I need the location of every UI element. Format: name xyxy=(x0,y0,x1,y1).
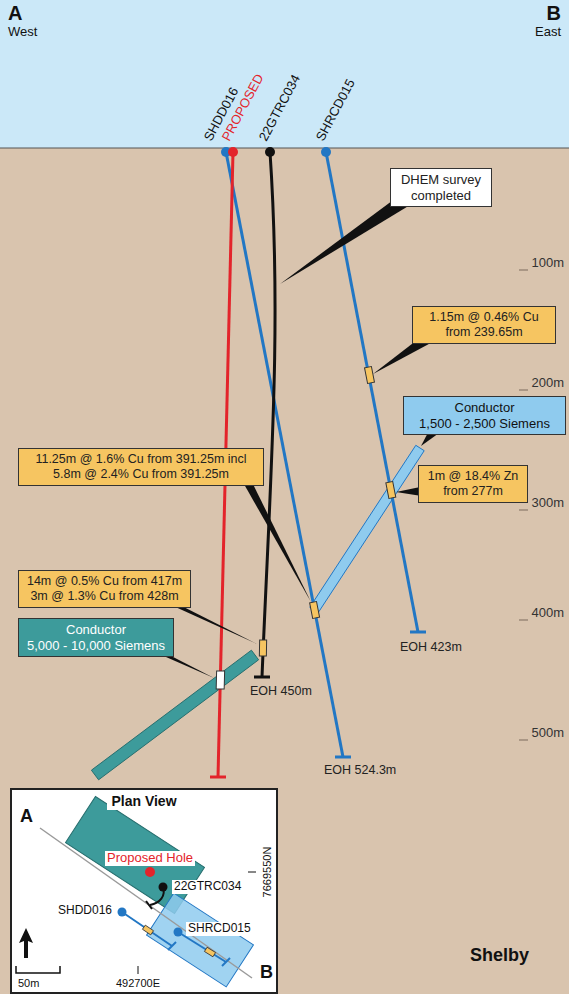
depth-tick xyxy=(519,739,528,740)
ground-fill xyxy=(0,148,569,994)
collar-dot xyxy=(228,147,238,157)
note-text: DHEM survey completed xyxy=(397,172,485,203)
end-of-hole-cap xyxy=(410,631,426,634)
intercept-mark xyxy=(310,601,320,618)
assay-text: 1m @ 18.4% Zn from 277m xyxy=(425,469,521,499)
hole-name: 22GTRC034 xyxy=(172,880,243,894)
depth-tick xyxy=(519,619,528,620)
conductor-callout: Conductor5,000 - 10,000 Siemens xyxy=(18,618,174,657)
collar-dot xyxy=(321,147,331,157)
project-name: Shelby xyxy=(470,945,529,966)
assay-text: 14m @ 0.5% Cu from 417m xyxy=(25,574,184,589)
plan-panel-ground xyxy=(10,788,278,994)
collar-dot xyxy=(265,147,275,157)
panel-title: Plan View xyxy=(107,793,180,810)
intercept-mark xyxy=(386,481,396,498)
depth-tick xyxy=(519,389,528,390)
depth-tick xyxy=(519,269,528,270)
sky-band xyxy=(0,0,569,148)
plan-trace-cap xyxy=(146,901,152,909)
direction-label: East xyxy=(535,25,561,40)
conductor-text: 1,500 - 2,500 Siemens xyxy=(410,416,559,432)
section-line xyxy=(40,828,252,978)
grid-coordinate: 492700E xyxy=(114,977,162,990)
note-box: DHEM survey completed xyxy=(390,168,492,207)
grid-tick xyxy=(248,872,256,873)
eoh-label: EOH 450m xyxy=(248,684,314,698)
assay-callout: 1m @ 18.4% Zn from 277m xyxy=(418,465,528,503)
collar-dot xyxy=(145,867,155,877)
leader-wedge xyxy=(280,195,415,284)
section-end-letter: A xyxy=(18,806,35,827)
collar-dot xyxy=(159,883,168,892)
end-of-hole-cap xyxy=(254,676,270,679)
eoh-label: EOH 524.3m xyxy=(322,763,398,777)
grid-coordinate: 7669550N xyxy=(261,845,274,900)
direction-label: West xyxy=(8,25,37,40)
end-of-hole-cap xyxy=(335,756,351,759)
assay-callout: 14m @ 0.5% Cu from 417m3m @ 1.3% Cu from… xyxy=(18,570,191,608)
hole-name: 22GTRC034 xyxy=(257,72,303,143)
depth-label: 400m xyxy=(531,606,564,621)
conductor-plate xyxy=(91,650,258,780)
intercept-mark xyxy=(216,671,224,689)
section-end-letter: A xyxy=(8,2,22,25)
hole-name: SHRCD015 xyxy=(186,922,253,936)
intercepts xyxy=(216,366,396,689)
surface-line xyxy=(0,148,569,149)
scale-label: 50m xyxy=(16,977,41,990)
intercept-mark xyxy=(142,925,153,935)
depth-label: 100m xyxy=(531,256,564,271)
collar-dot xyxy=(174,928,183,937)
end-of-hole-cap xyxy=(210,776,226,779)
eoh-label: EOH 423m xyxy=(398,640,464,654)
conductor-plate xyxy=(310,445,424,612)
conductor-text: Conductor xyxy=(25,622,167,638)
plan-trace xyxy=(122,912,172,946)
hole-name: Proposed Hole xyxy=(105,851,195,866)
hole-name: SHRCD015 xyxy=(314,77,357,143)
intercept-mark xyxy=(365,366,375,383)
drill-trace xyxy=(262,152,275,677)
assay-text: 11.25m @ 1.6% Cu from 391.25m incl 5.8m … xyxy=(25,452,257,482)
assay-callout: 11.25m @ 1.6% Cu from 391.25m incl 5.8m … xyxy=(18,448,264,486)
scale-bar xyxy=(16,966,60,973)
depth-label: 200m xyxy=(531,376,564,391)
leader-wedge xyxy=(236,470,311,602)
plan-trace xyxy=(178,932,226,962)
grid-tick xyxy=(138,966,139,974)
conductor-text: 5,000 - 10,000 Siemens xyxy=(25,638,167,654)
depth-label: 500m xyxy=(531,726,564,741)
assay-text: 3m @ 1.3% Cu from 428m xyxy=(25,589,184,604)
plan-trace-cap xyxy=(222,958,230,966)
assay-text: 1.15m @ 0.46% Cu from 239.65m xyxy=(419,310,549,340)
depth-tick xyxy=(519,509,528,510)
plan-trace-cap xyxy=(168,942,176,950)
conductor-text: Conductor xyxy=(410,400,559,416)
assay-callout: 1.15m @ 0.46% Cu from 239.65m xyxy=(412,306,556,344)
intercept-mark xyxy=(204,947,215,957)
collar-dot xyxy=(118,908,127,917)
hole-name: SHDD016 xyxy=(56,904,114,918)
intercept-mark xyxy=(259,640,266,656)
depth-label: 300m xyxy=(531,496,564,511)
section-end-letter: B xyxy=(258,962,275,983)
north-arrow xyxy=(19,928,33,958)
section-end-letter: B xyxy=(547,2,561,25)
conductor-callout: Conductor1,500 - 2,500 Siemens xyxy=(403,396,566,435)
